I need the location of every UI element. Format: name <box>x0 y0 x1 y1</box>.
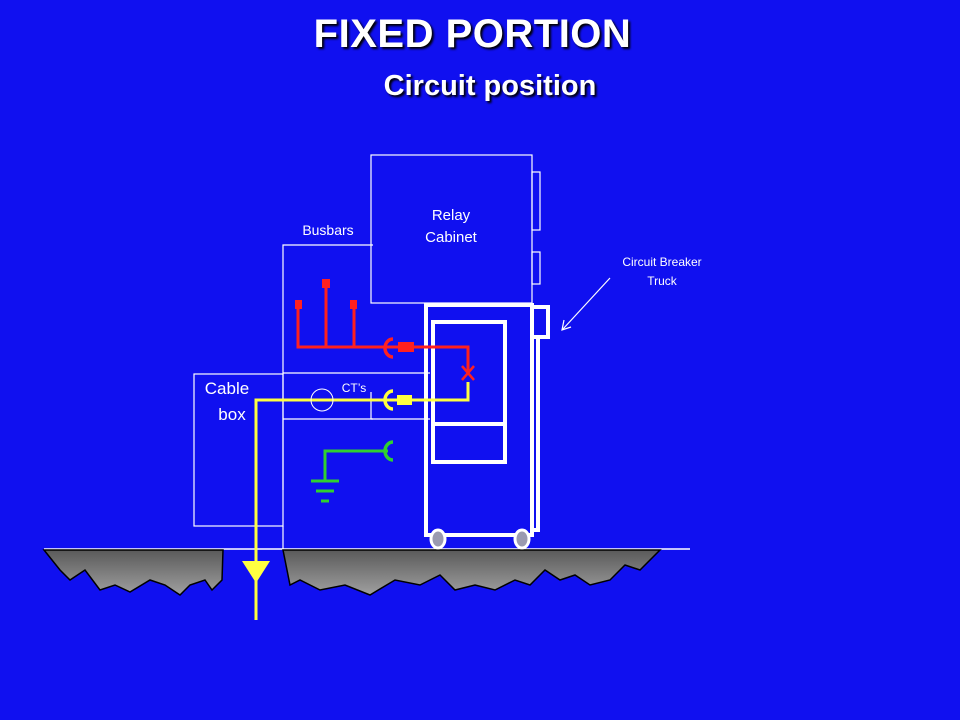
cable-conductor <box>254 382 470 620</box>
cable-box-label-line2: box <box>218 405 246 424</box>
page-title: FIXED PORTION <box>313 12 632 56</box>
cable-box-label-line1: Cable <box>205 379 249 398</box>
busbar-terminals <box>295 279 414 352</box>
cable-terminal <box>397 395 412 405</box>
breaker-label-line1: Circuit Breaker <box>622 255 701 269</box>
cts-label: CT’s <box>342 381 366 395</box>
breaker-label-line2: Truck <box>647 274 678 288</box>
busbars-label: Busbars <box>302 222 353 238</box>
relay-cabinet-label-line1: Relay <box>432 207 471 224</box>
current-transformer-icon <box>310 388 334 412</box>
relay-cabinet-label-line2: Cabinet <box>425 229 478 246</box>
cable-termination <box>242 561 270 583</box>
breaker-pointer-arrow <box>561 277 611 331</box>
busbar-conductors <box>296 285 475 381</box>
truck-wheels <box>429 528 531 550</box>
earth-conductor <box>311 440 394 503</box>
ground <box>42 548 690 596</box>
page-subtitle: Circuit position <box>383 70 597 102</box>
busbar-chamber <box>282 244 430 549</box>
circuit-breaker-truck <box>424 303 550 537</box>
